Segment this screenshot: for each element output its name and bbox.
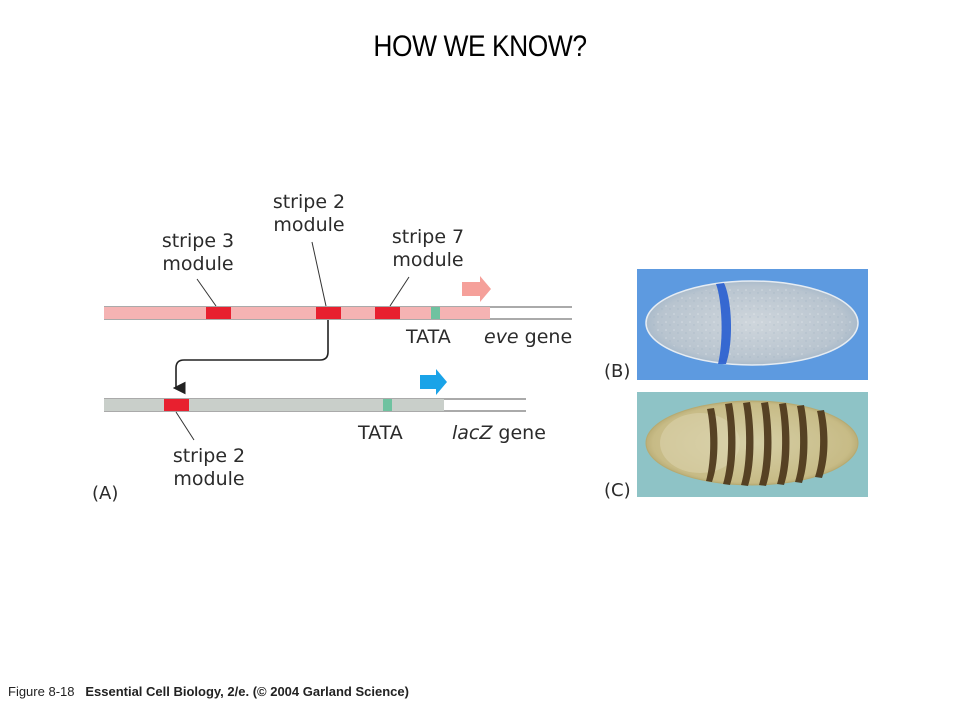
expression-stripe-5 [777,403,790,485]
lacz-transcription-arrow [420,369,447,395]
figure-source: Essential Cell Biology, 2/e. (© 2004 Gar… [85,684,409,699]
lacz-stripe-2-module-block [164,399,189,411]
stripe-7-module-block [375,307,400,319]
stripe-7-label-line2: module [392,249,463,271]
figure-caption: Figure 8-18 Essential Cell Biology, 2/e.… [8,684,409,699]
lacz-gene-suffix: gene [492,422,546,444]
stripe-2-label-line2: module [273,214,344,236]
panel-c-label: (C) [604,480,631,501]
stripe-2-module-block [316,307,341,319]
eve-gene-suffix: gene [519,326,573,348]
stripe-3-label-line2: module [162,253,233,275]
eve-transcription-arrow [462,276,491,302]
module-transfer-arrow [172,320,329,395]
stripe-2-label-line1: stripe 2 [273,191,345,213]
lacz-construct: stripe 2 module TATA lacZ gene [104,369,546,490]
stripe-2-expression-band [716,283,732,364]
seven-stripe-pattern [706,402,828,486]
slide-title: HOW WE KNOW? [373,30,587,63]
lacz-regulatory-region [104,399,444,411]
expression-stripe-3 [741,402,754,486]
expression-stripe-4 [759,402,772,486]
panel-b-label: (B) [604,361,630,382]
panel-b-micrograph [637,269,868,380]
lacz-stripe-2-label-line1: stripe 2 [173,445,245,467]
expression-stripe-7 [815,410,828,478]
stripe-3-label-line1: stripe 3 [162,230,234,252]
lacz-tata-box [383,399,392,411]
stripe-3-pointer [196,278,217,307]
embryo-b-texture [652,286,852,360]
figure-number: Figure 8-18 [8,684,75,699]
eve-tata-box [431,307,440,319]
eve-gene-name: eve [484,326,519,348]
panel-a-label: (A) [92,483,118,504]
stripe-2-pointer [311,241,327,307]
eve-gene-label: eve gene [484,326,572,348]
eve-tata-label: TATA [405,326,451,348]
expression-stripe-1 [706,408,718,482]
expression-stripe-6 [795,405,808,483]
lacz-stripe-2-pointer [175,411,195,441]
stripe-7-pointer [389,276,410,307]
eve-construct: stripe 3 module stripe 2 module stripe 7… [104,191,572,348]
embryo-c-anterior [660,413,740,473]
stripe-7-label-line1: stripe 7 [392,226,464,248]
stripe-3-module-block [206,307,231,319]
lacz-tata-label: TATA [357,422,403,444]
lacz-gene-label: lacZ gene [452,422,546,444]
expression-stripe-2 [723,403,736,485]
lacz-gene-name: lacZ [452,422,493,444]
panel-c-micrograph [637,392,868,497]
lacz-stripe-2-label-line2: module [173,468,244,490]
